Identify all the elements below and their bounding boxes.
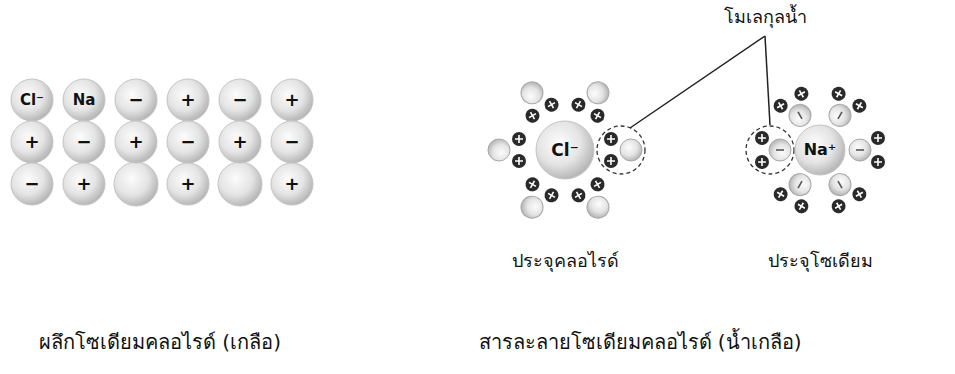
ion-ball: − [166,120,210,164]
water-molecule [755,131,791,169]
caption-label: ประจุโซเดียม [768,250,873,272]
ball-outline [115,79,157,121]
caption-label: ผลึกโซเดียมคลอไรด์ (เกลือ) [39,330,281,354]
ion-symbol: − [180,132,195,152]
ball-outline [167,163,209,205]
ion-ball: − [114,78,158,122]
water-molecule [511,175,561,226]
ion-ball: + [10,120,54,164]
highlight-circle [746,126,794,174]
ball-outline [11,163,53,205]
ion-symbol: Cl⁻ [20,92,44,109]
ion-symbol: − [232,90,247,110]
water-molecules [755,84,885,216]
ion-ball: Na⁺ [794,124,846,176]
ion-ball: − [270,120,314,164]
ball-outline [271,121,313,163]
water-molecule [511,74,561,125]
ion-ball: + [270,78,314,122]
ball-outline [271,163,313,205]
ion-symbol: − [76,132,91,152]
ion-ball: − [10,162,54,206]
ion-ball: Cl⁻ [535,120,595,180]
ion-symbol: + [76,174,91,194]
ion-ball: Na [62,78,106,122]
ball-outline [63,163,105,205]
ball-outline [63,79,105,121]
ion-symbol: + [232,132,247,152]
water-molecule [569,74,619,125]
ball-outline [11,79,53,121]
ion-ball: + [270,162,314,206]
ball-outline [115,121,157,163]
ball-outline [271,79,313,121]
ion-ball: Cl⁻ [10,78,54,122]
ion-symbol: Cl⁻ [551,141,578,160]
ball-outline [219,79,261,121]
ion-ball [114,162,158,206]
ball-outline [167,79,209,121]
ion-symbol: − [128,90,143,110]
ion-ball: − [218,78,262,122]
ion-symbol: Na [73,92,96,109]
ball-outline [11,121,53,163]
caption-label: สารละลายโซเดียมคลอไรด์ (น้ำเกลือ) [479,330,802,354]
ion-ball [218,162,262,206]
leader-line [765,36,770,125]
ball-outline [63,121,105,163]
ion-symbol: − [24,174,39,194]
ion-ball: + [218,120,262,164]
ion-symbol: + [24,132,39,152]
ion-symbol: + [284,174,299,194]
ion-ball: + [114,120,158,164]
ion-ball: + [166,78,210,122]
ion-ball: − [62,120,106,164]
ion-ball: + [166,162,210,206]
ion-symbol: − [284,132,299,152]
water-molecule [849,131,885,169]
water-molecule [569,175,619,226]
water-molecule [604,132,642,168]
ion-symbol: + [180,174,195,194]
ball-outline [536,121,594,179]
ion-symbol: Na⁺ [804,141,837,159]
leader-line [630,36,765,128]
ball-outline [167,121,209,163]
ball-outline [219,121,261,163]
ion-symbol: + [284,90,299,110]
water-molecule [488,132,526,168]
water-molecules [488,74,642,225]
ion-symbol: + [128,132,143,152]
ion-symbol: + [180,90,195,110]
caption-label: โมเลกุลน้ำ [724,6,807,28]
highlight-circle [597,126,645,174]
ball-outline [795,125,845,175]
ion-ball: + [62,162,106,206]
caption-label: ประจุคลอไรด์ [512,250,619,272]
